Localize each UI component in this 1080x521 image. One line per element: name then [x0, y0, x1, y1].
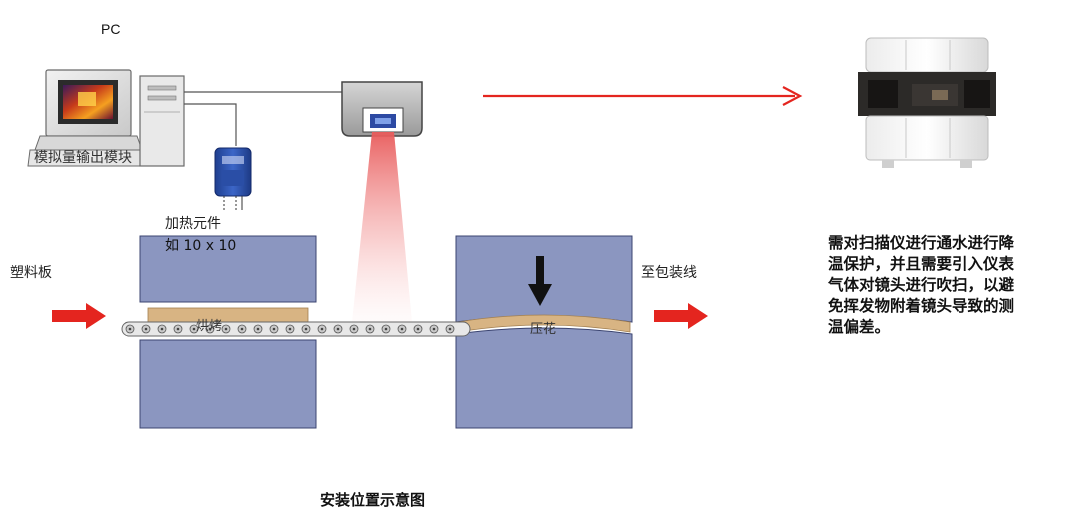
conveyor-roller-hub — [272, 327, 276, 331]
conveyor-roller-hub — [432, 327, 436, 331]
conveyor-roller-hub — [368, 327, 372, 331]
conveyor-roller-hub — [448, 327, 452, 331]
baking-label: 烘烤 — [196, 319, 223, 334]
material-strip-pressed — [457, 314, 631, 333]
conveyor-roller-hub — [288, 327, 292, 331]
line-scanner-icon — [341, 81, 423, 137]
material-strip-heated — [147, 307, 309, 323]
heating-element-label: 加热元件 — [165, 216, 221, 232]
conveyor-roller-hub — [176, 327, 180, 331]
conveyor-roller-hub — [416, 327, 420, 331]
press-block — [455, 235, 633, 429]
conveyor-roller-hub — [384, 327, 388, 331]
conveyor-roller-hub — [224, 327, 228, 331]
signal-cables — [184, 91, 344, 146]
conveyor-roller-hub — [128, 327, 132, 331]
laser-beam — [352, 132, 412, 322]
desktop-computer-icon — [27, 69, 185, 167]
conveyor-roller-hub — [256, 327, 260, 331]
conveyor-roller-hub — [208, 327, 212, 331]
conveyor-roller-hub — [144, 327, 148, 331]
cooling-purge-note: 需对扫描仪进行通水进行降 温保护，并且需要引入仪表 气体对镜头进行吹扫，以避 免… — [828, 234, 1015, 336]
conveyor-rollers — [125, 324, 455, 334]
heating-element — [139, 235, 317, 429]
conveyor-roller-hub — [336, 327, 340, 331]
heating-size-label: 如 10 x 10 — [165, 238, 237, 254]
io-module-icon — [214, 147, 252, 212]
pressing-label: 压花 — [530, 322, 557, 337]
conveyor-roller-hub — [352, 327, 356, 331]
pointer-arrow — [483, 86, 803, 106]
output-arrow-icon — [654, 303, 708, 329]
down-arrow-icon — [528, 256, 552, 306]
analog-module-label: 模拟量输出模块 — [34, 150, 132, 166]
to-packing-line-label: 至包装线 — [641, 265, 697, 281]
conveyor-roller-hub — [400, 327, 404, 331]
conveyor-roller-hub — [320, 327, 324, 331]
scanner-housing-icon — [858, 37, 996, 168]
conveyor-roller-hub — [304, 327, 308, 331]
conveyor-belt — [121, 321, 471, 337]
diagram-caption: 安装位置示意图 — [320, 491, 426, 509]
plastic-board-label: 塑料板 — [10, 265, 52, 281]
conveyor-roller-hub — [192, 327, 196, 331]
input-arrow-icon — [52, 303, 106, 329]
pc-label: PC — [101, 21, 121, 37]
conveyor-roller-hub — [240, 327, 244, 331]
conveyor-roller-hub — [160, 327, 164, 331]
